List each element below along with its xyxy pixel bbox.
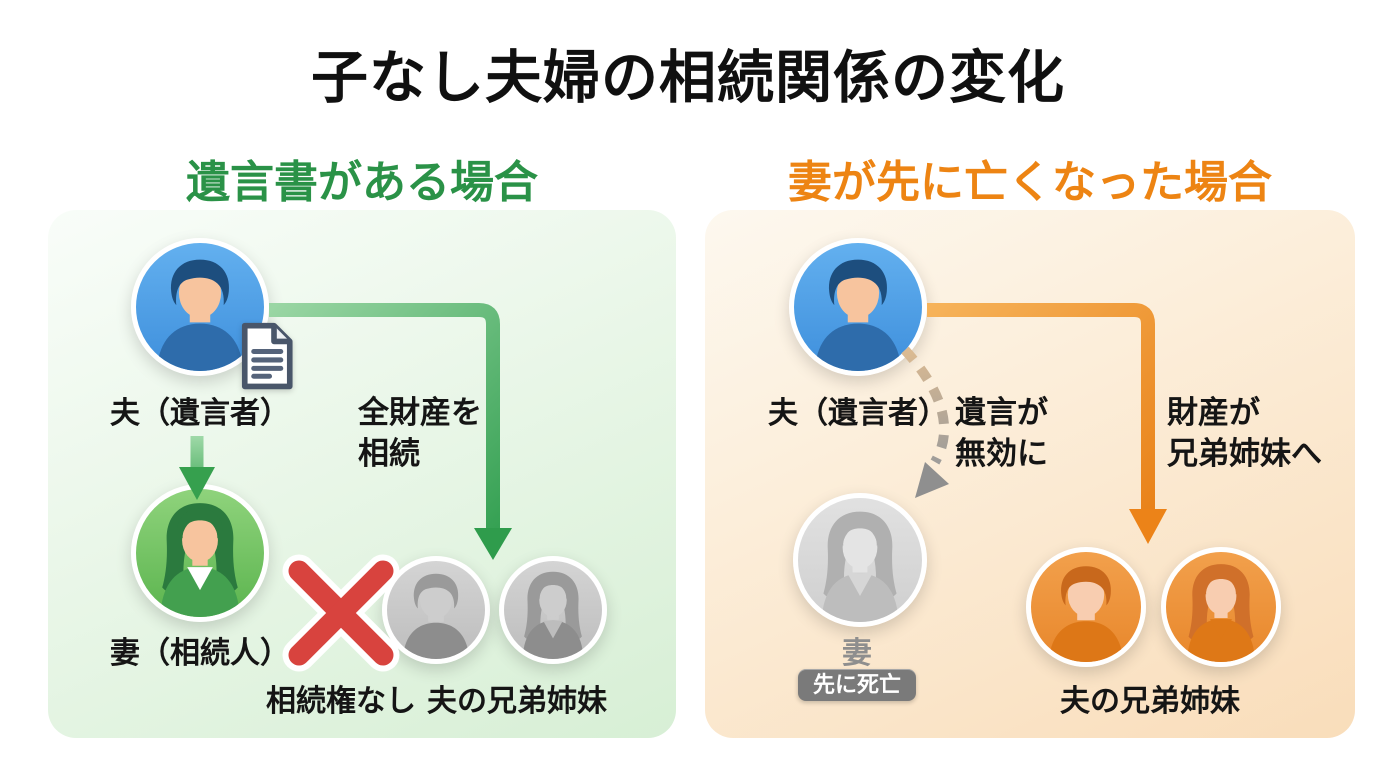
person-female-icon: [1188, 564, 1254, 662]
no-inheritance-label: 相続権なし: [266, 685, 416, 718]
wife-label: 妻（相続人）: [110, 637, 290, 670]
person-male-icon: [403, 573, 469, 659]
inherit-all-label: 全財産を 相続: [358, 392, 482, 474]
siblings-label: 夫の兄弟姉妹: [427, 685, 607, 718]
inherit-all-line1: 全財産を: [358, 395, 482, 430]
sibling-brother-avatar-orange: [1026, 547, 1146, 667]
will-invalid-label: 遺言が 無効に: [955, 392, 1048, 474]
property-to-siblings-label: 財産が 兄弟姉妹へ: [1167, 392, 1322, 474]
husband-label: 夫（遺言者）: [768, 397, 948, 430]
will-invalid-line1: 遺言が: [955, 395, 1048, 430]
person-female-icon: [523, 571, 583, 659]
person-female-icon: [822, 511, 898, 622]
inherit-all-line2: 相続: [358, 436, 420, 471]
left-panel-will-case: 夫（遺言者） 全財産を 相続 妻（相続人） 相続権なし 夫の兄弟姉妹: [48, 210, 676, 738]
property-line1: 財産が: [1167, 395, 1260, 430]
x-mark-icon: [282, 554, 400, 672]
husband-avatar: [789, 238, 927, 376]
sibling-sister-avatar-gray: [499, 556, 607, 664]
will-invalid-line2: 無効に: [955, 436, 1048, 471]
wife-avatar: [131, 484, 269, 622]
person-male-icon: [815, 259, 901, 371]
sibling-brother-avatar-gray: [382, 556, 490, 664]
sibling-sister-avatar-orange: [1161, 547, 1281, 667]
siblings-label: 夫の兄弟姉妹: [1060, 685, 1240, 718]
page-title: 子なし夫婦の相続関係の変化: [311, 46, 1065, 110]
left-panel-heading: 遺言書がある場合: [186, 158, 538, 207]
deceased-wife-avatar: [793, 493, 927, 627]
right-panel-wife-predeceased-case: 夫（遺言者） 遺言が 無効に 財産が 兄弟姉妹へ 妻 先に死亡 夫の兄弟姉妹: [705, 210, 1355, 738]
husband-avatar: [131, 238, 269, 376]
person-female-icon: [161, 503, 239, 617]
document-icon: [228, 320, 302, 392]
wife-label: 妻: [842, 637, 872, 670]
property-line2: 兄弟姉妹へ: [1167, 436, 1322, 471]
husband-label: 夫（遺言者）: [110, 397, 290, 430]
right-panel-heading: 妻が先に亡くなった場合: [788, 158, 1272, 207]
predeceased-badge: 先に死亡: [797, 669, 917, 701]
person-male-icon: [1049, 566, 1123, 662]
